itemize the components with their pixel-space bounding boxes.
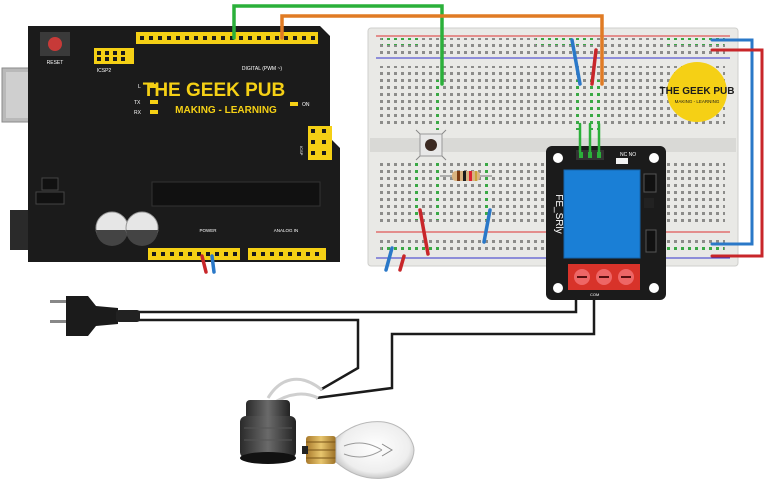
wire-blue: [710, 38, 754, 246]
relay-model-label: FE_SRly: [553, 194, 564, 233]
header-pin: [257, 36, 261, 40]
header-pin: [233, 252, 237, 256]
icsp2-label: ICSP2: [97, 68, 112, 74]
power-header: [148, 248, 240, 260]
header-pin: [215, 252, 219, 256]
header-pin: [302, 36, 306, 40]
header-pin: [179, 252, 183, 256]
wire-green: [232, 4, 444, 86]
arduino-board: RESET ICSP2 DIGITAL (PWM ~) THE GEEK PUB…: [1, 26, 340, 262]
wire-blue: [482, 208, 492, 244]
lamp-socket: [240, 400, 296, 464]
header-pin: [212, 36, 216, 40]
pushbutton: [415, 129, 447, 161]
header-pin: [270, 252, 274, 256]
wire-blue: [384, 246, 394, 272]
header-pin: [261, 252, 265, 256]
header-pin: [284, 36, 288, 40]
header-pin: [293, 36, 297, 40]
header-pin: [275, 36, 279, 40]
header-pin: [279, 252, 283, 256]
resistor: [440, 171, 492, 181]
relay-pin-labels: NC NO: [620, 152, 636, 158]
digital-pins: [140, 36, 315, 40]
header-pin: [158, 36, 162, 40]
power-plug: [50, 296, 140, 336]
wire-red: [710, 48, 764, 258]
header-pin: [221, 36, 225, 40]
header-pin: [315, 252, 319, 256]
wire-red: [398, 254, 406, 272]
wire-blue: [570, 38, 582, 86]
header-pin: [197, 252, 201, 256]
digital-label: DIGITAL (PWM ~): [242, 66, 282, 72]
board-brand-title: THE GEEK PUB: [143, 80, 286, 101]
relay-coil-block: [563, 169, 641, 259]
header-pin: [306, 252, 310, 256]
jumper-wires: [200, 4, 764, 274]
header-pin: [252, 252, 256, 256]
header-pin: [176, 36, 180, 40]
on-label: ON: [302, 102, 310, 108]
header-pin: [170, 252, 174, 256]
header-pin: [248, 36, 252, 40]
geek-pub-badge: THE GEEK PUB MAKING - LEARNING: [659, 62, 735, 122]
microcontroller-chip: [151, 181, 321, 207]
led-rx-label: RX: [134, 110, 142, 116]
mains-wiring: [138, 300, 596, 406]
header-pin: [149, 36, 153, 40]
relay-screw-label: COM: [590, 292, 599, 297]
led-l-label: L: [138, 84, 141, 90]
relay-module: NC NO FE_SRly COM: [546, 146, 666, 300]
header-pin: [203, 36, 207, 40]
wire-red: [418, 208, 430, 256]
wire-orange: [280, 14, 604, 86]
header-pin: [167, 36, 171, 40]
header-pin: [266, 36, 270, 40]
led-tx-label: TX: [134, 100, 141, 106]
analog-label: ANALOG IN: [274, 228, 299, 233]
reset-label: RESET: [47, 60, 64, 66]
board-brand-subtitle: MAKING - LEARNING: [175, 105, 277, 116]
analog-header: [248, 248, 326, 260]
badge-subtitle: MAKING - LEARNING: [675, 99, 720, 104]
header-pin: [206, 252, 210, 256]
header-pin: [152, 252, 156, 256]
wire-red: [590, 48, 598, 86]
digital-header: [136, 32, 318, 44]
header-pin: [185, 36, 189, 40]
header-pin: [297, 252, 301, 256]
header-pin: [224, 252, 228, 256]
light-bulb: [302, 421, 415, 479]
header-pin: [288, 252, 292, 256]
header-pin: [239, 36, 243, 40]
header-pin: [188, 252, 192, 256]
power-label: POWER: [199, 228, 217, 233]
header-pin: [194, 36, 198, 40]
header-pin: [140, 36, 144, 40]
header-pin: [311, 36, 315, 40]
badge-title: THE GEEK PUB: [659, 86, 734, 97]
icsp-label: ICSP: [299, 146, 304, 156]
header-pin: [230, 36, 234, 40]
header-pin: [161, 252, 165, 256]
